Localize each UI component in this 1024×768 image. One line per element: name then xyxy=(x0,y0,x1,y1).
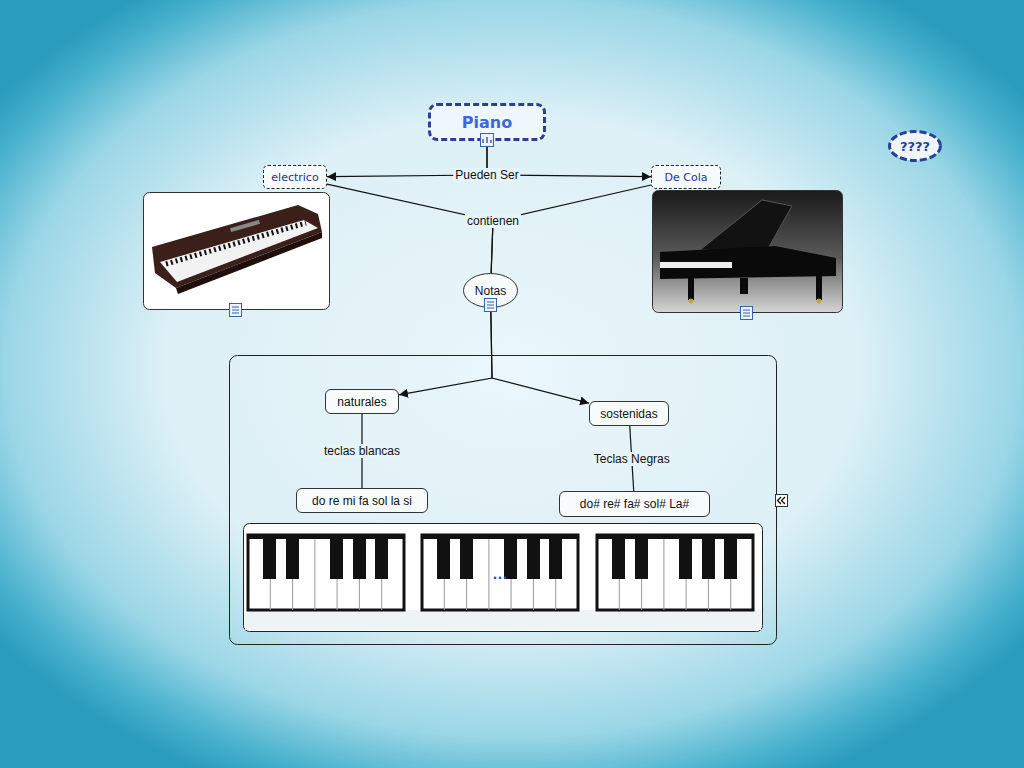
piano-lid xyxy=(700,200,792,252)
ellipse-shape xyxy=(464,274,518,308)
concept-ellipse: Notas xyxy=(463,273,518,308)
piano-keys xyxy=(660,262,732,268)
group-frame xyxy=(230,356,777,645)
control-panel xyxy=(230,220,260,232)
link-arrow xyxy=(399,308,492,395)
keyboard-front xyxy=(176,232,322,294)
image-frame xyxy=(144,193,330,310)
piano-leg xyxy=(816,276,822,300)
ellipse-shape xyxy=(890,132,941,161)
piano-body xyxy=(660,246,836,279)
link-label: teclas blancas xyxy=(322,444,402,458)
keyboard-octave xyxy=(248,535,404,610)
node-text: naturales xyxy=(337,395,386,409)
node-text: electrico xyxy=(271,171,318,184)
image-floor xyxy=(245,610,761,630)
chevron xyxy=(778,497,786,504)
concept-box: sostenidas xyxy=(589,401,669,426)
concept-ellipse: ???? xyxy=(888,130,942,162)
node-text: Piano xyxy=(462,113,512,132)
electric-piano-image xyxy=(144,193,330,310)
image-frame xyxy=(653,191,843,313)
node-text: do# re# fa# sol# La# xyxy=(580,497,689,511)
main-concept: Piano xyxy=(428,103,546,141)
piano-pedals xyxy=(740,278,748,294)
concept-box: do re mi fa sol la si xyxy=(296,488,428,513)
keyboard-illustration xyxy=(244,524,763,632)
link-label: contienen xyxy=(465,214,521,228)
link-arrow xyxy=(491,308,589,403)
node-text: De Cola xyxy=(665,171,708,184)
note-icon xyxy=(230,304,242,317)
image-frame xyxy=(244,524,763,632)
node-text: ???? xyxy=(900,139,930,154)
link-label: Teclas Negras xyxy=(592,452,672,466)
piano-leg xyxy=(688,278,694,300)
concept-box: naturales xyxy=(325,389,399,414)
concept-box: De Cola xyxy=(651,165,721,189)
grand-piano-image xyxy=(653,191,843,313)
node-text: do re mi fa sol la si xyxy=(312,494,412,508)
node-text: sostenidas xyxy=(600,407,657,421)
note-icon xyxy=(741,307,753,320)
keyboard-octave xyxy=(422,535,578,610)
image-label: ... xyxy=(493,567,508,582)
icon-frame xyxy=(776,495,788,507)
piano-wheel xyxy=(817,299,822,304)
keyboard-keys xyxy=(160,220,318,282)
link-line xyxy=(327,184,493,273)
link-line xyxy=(491,185,651,273)
link-label: Pueden Ser xyxy=(453,168,520,182)
keyboard-octave xyxy=(597,535,753,610)
piano-wheel xyxy=(689,299,694,304)
concept-box: do# re# fa# sol# La# xyxy=(559,491,710,517)
collapse-icon xyxy=(776,495,788,507)
concept-box: electrico xyxy=(263,165,327,189)
node-text: Notas xyxy=(475,284,506,298)
